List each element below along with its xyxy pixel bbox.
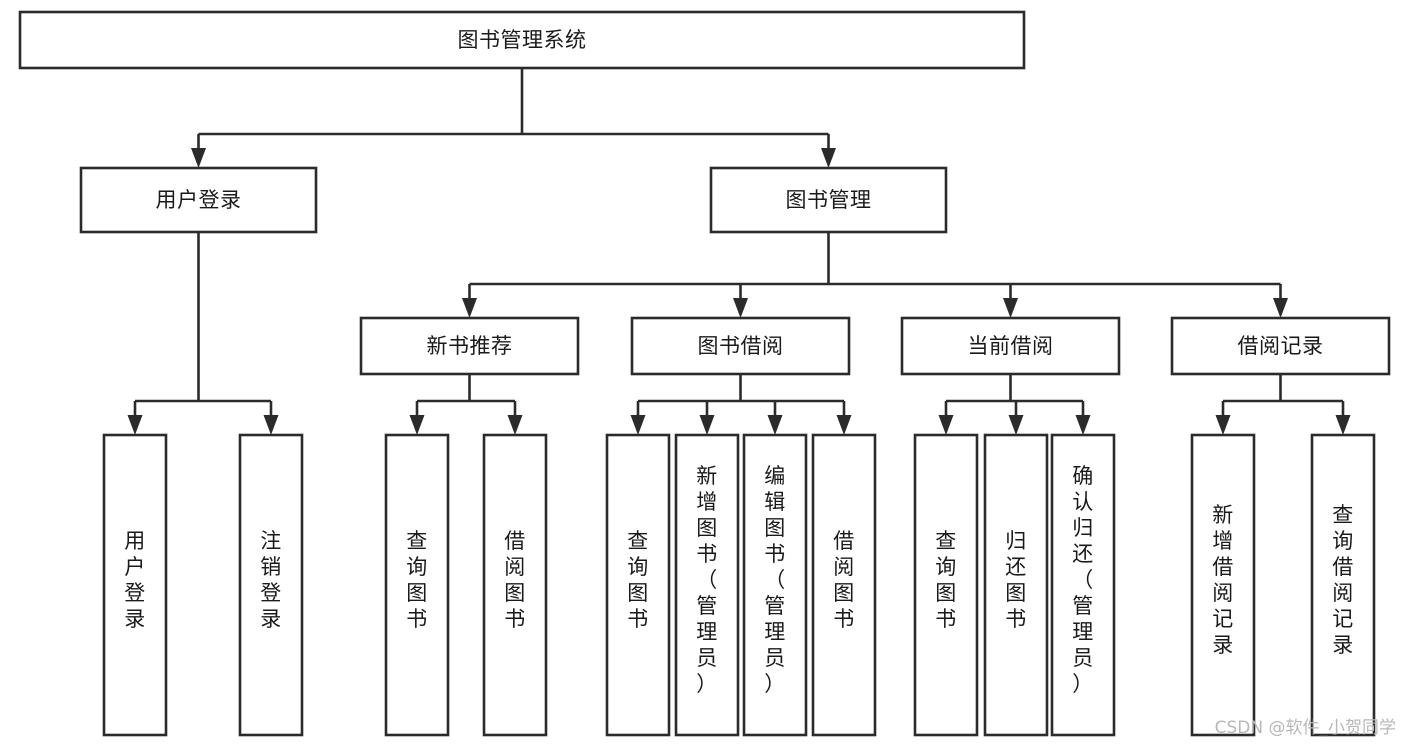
node-leaf-query-book-3[interactable]: 查询图书 <box>913 433 979 737</box>
node-leaf-add-book[interactable]: 新增图书（管理员） <box>674 433 740 737</box>
node-box[interactable] <box>811 433 877 737</box>
node-leaf-query-record[interactable]: 查询借阅记录 <box>1310 433 1376 737</box>
arrow-head-icon <box>1335 415 1351 435</box>
arrow-head-icon <box>127 415 143 435</box>
arrow-head-icon <box>938 415 954 435</box>
node-leaf-user-login[interactable]: 用户登录 <box>102 433 168 737</box>
node-label: 查询图书 <box>935 529 957 631</box>
node-current-borrow[interactable]: 当前借阅 <box>900 316 1121 376</box>
node-box[interactable] <box>900 316 1121 376</box>
arrow-head-icon <box>733 298 748 318</box>
arrow-head-icon <box>1215 415 1231 435</box>
arrow-head-icon <box>821 148 836 168</box>
arrow-head-icon <box>462 298 477 318</box>
arrow-head-icon <box>409 415 425 435</box>
arrow-head-icon <box>699 415 715 435</box>
node-leaf-query-book-1[interactable]: 查询图书 <box>384 433 450 737</box>
node-leaf-add-record[interactable]: 新增借阅记录 <box>1190 433 1256 737</box>
node-box[interactable] <box>1310 433 1376 737</box>
node-label: 图书管理系统 <box>458 28 587 52</box>
node-label: 用户登录 <box>156 188 242 212</box>
node-label: 查询图书 <box>627 529 649 631</box>
node-label: 用户登录 <box>124 529 146 631</box>
node-label: 新增图书（管理员） <box>696 464 718 696</box>
node-box[interactable] <box>674 433 740 737</box>
node-box[interactable] <box>482 433 548 737</box>
node-borrow-record[interactable]: 借阅记录 <box>1170 316 1391 376</box>
arrow-head-icon <box>630 415 646 435</box>
arrow-head-icon <box>1075 415 1091 435</box>
node-label: 确认归还（管理员） <box>1072 464 1094 696</box>
node-new-book-rec[interactable]: 新书推荐 <box>359 316 580 376</box>
csdn-watermark: CSDN @软件_小贺同学 <box>1215 718 1396 738</box>
arrow-head-icon <box>263 415 279 435</box>
node-box[interactable] <box>384 433 450 737</box>
arrow-head-icon <box>191 148 206 168</box>
node-user-login[interactable]: 用户登录 <box>79 166 318 234</box>
node-box[interactable] <box>742 433 808 737</box>
node-leaf-query-book-2[interactable]: 查询图书 <box>605 433 671 737</box>
node-label: 新增借阅记录 <box>1212 503 1234 657</box>
node-box[interactable] <box>709 166 948 234</box>
node-leaf-edit-book[interactable]: 编辑图书（管理员） <box>742 433 808 737</box>
arrow-head-icon <box>836 415 852 435</box>
node-leaf-borrow-book-2[interactable]: 借阅图书 <box>811 433 877 737</box>
node-label: 编辑图书（管理员） <box>764 464 786 696</box>
connector-layer <box>127 68 1351 435</box>
node-box[interactable] <box>359 316 580 376</box>
node-leaf-return-book[interactable]: 归还图书 <box>983 433 1049 737</box>
node-leaf-user-logout[interactable]: 注销登录 <box>238 433 304 737</box>
arrow-head-icon <box>1008 415 1024 435</box>
node-leaf-borrow-book-1[interactable]: 借阅图书 <box>482 433 548 737</box>
node-box[interactable] <box>1190 433 1256 737</box>
node-label: 图书管理 <box>786 188 872 212</box>
node-box[interactable] <box>238 433 304 737</box>
arrow-head-icon <box>767 415 783 435</box>
node-box[interactable] <box>18 10 1026 70</box>
node-box[interactable] <box>102 433 168 737</box>
node-box[interactable] <box>983 433 1049 737</box>
node-box[interactable] <box>1170 316 1391 376</box>
node-layer: 图书管理系统用户登录图书管理新书推荐图书借阅当前借阅借阅记录用户登录注销登录查询… <box>18 10 1391 737</box>
node-book-manage[interactable]: 图书管理 <box>709 166 948 234</box>
node-root[interactable]: 图书管理系统 <box>18 10 1026 70</box>
node-box[interactable] <box>1050 433 1116 737</box>
node-label: 查询借阅记录 <box>1332 503 1354 657</box>
node-book-borrow[interactable]: 图书借阅 <box>630 316 851 376</box>
node-box[interactable] <box>630 316 851 376</box>
node-label: 借阅图书 <box>504 529 526 631</box>
node-label: 归还图书 <box>1005 529 1027 631</box>
node-box[interactable] <box>79 166 318 234</box>
node-label: 借阅记录 <box>1238 334 1324 358</box>
node-label: 查询图书 <box>406 529 428 631</box>
node-label: 图书借阅 <box>698 334 784 358</box>
node-box[interactable] <box>913 433 979 737</box>
node-label: 借阅图书 <box>833 529 855 631</box>
node-label: 注销登录 <box>260 529 282 631</box>
node-label: 新书推荐 <box>427 334 513 358</box>
node-leaf-confirm-return[interactable]: 确认归还（管理员） <box>1050 433 1116 737</box>
node-box[interactable] <box>605 433 671 737</box>
arrow-head-icon <box>1003 298 1018 318</box>
node-label: 当前借阅 <box>968 334 1054 358</box>
arrow-head-icon <box>1273 298 1288 318</box>
arrow-head-icon <box>507 415 523 435</box>
